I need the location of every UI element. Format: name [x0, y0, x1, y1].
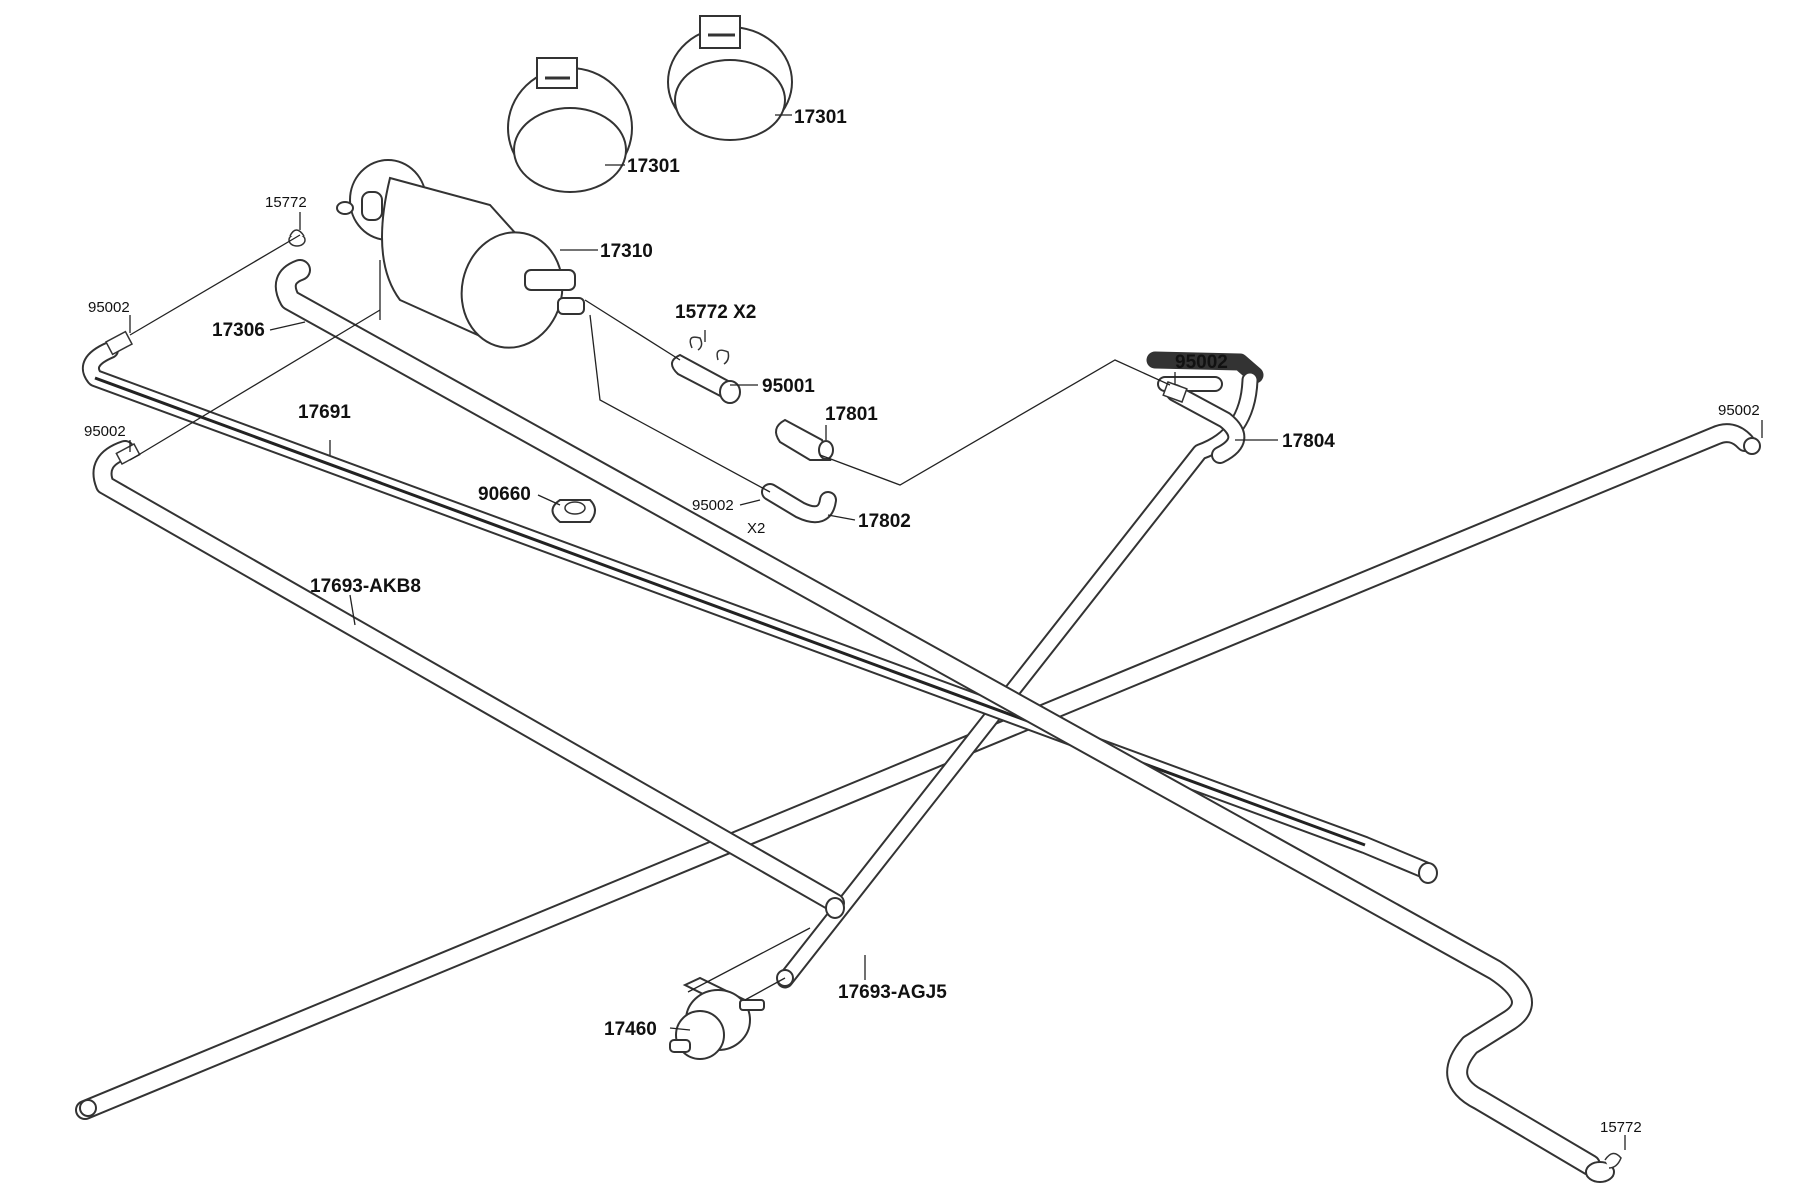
hose-clip-bottom-right	[1585, 1152, 1622, 1183]
valve-17460	[669, 976, 765, 1060]
callout-x2-mark: X2	[747, 520, 765, 537]
fuel-filter	[336, 159, 585, 349]
band-clamp-left	[507, 57, 633, 193]
callout-fitting-95001: 95001	[762, 376, 815, 397]
callout-hose-clip-far-right: 95002	[1718, 402, 1760, 419]
hose-17802	[761, 483, 837, 524]
callout-hose-clip-left-lower: 95002	[84, 423, 126, 440]
callout-clip-bottom-right: 15772	[1600, 1119, 1642, 1136]
callout-clamp-left: 17301	[627, 156, 680, 177]
callout-hose-17802: 17802	[858, 511, 911, 532]
callout-hose-agj5: 17693-AGJ5	[838, 982, 947, 1003]
band-clamp-right	[667, 15, 793, 141]
callout-hose-clip-small: 95002	[692, 497, 734, 514]
hose-17804	[1166, 384, 1246, 464]
clip-top-left	[288, 229, 306, 247]
hose-end-center	[825, 897, 845, 919]
leader-lines	[129, 114, 1763, 1150]
hose-17306	[274, 259, 1601, 1176]
fitting-95001	[671, 336, 741, 404]
hose-end-bottom-left	[79, 1099, 97, 1117]
callout-clip-top-left: 15772	[265, 194, 307, 211]
hose-clip-mid-right	[1162, 381, 1188, 403]
long-hose-right-to-bottom-left	[75, 423, 1755, 1120]
hose-clip-left-upper	[104, 330, 134, 356]
callout-hose-17804: 17804	[1282, 431, 1335, 452]
callout-hose-clip-mid-right: 95002	[1175, 352, 1228, 373]
callout-clamp-right: 17301	[794, 107, 847, 128]
hose-clip-far-right	[1743, 437, 1761, 455]
fitting-17801	[775, 418, 834, 461]
callout-valve: 17460	[604, 1019, 657, 1040]
hose-end-lower-right	[1418, 862, 1438, 884]
callout-hose-17306: 17306	[212, 320, 265, 341]
callout-clip-pair: 15772 X2	[675, 302, 756, 323]
callout-hose-clip-left-upper: 95002	[88, 299, 130, 316]
callout-hose-akb8: 17693-AKB8	[310, 576, 421, 597]
hose-17693-agj5	[776, 351, 1264, 989]
callout-fitting-17801: 17801	[825, 404, 878, 425]
callout-filter: 17310	[600, 241, 653, 262]
clamp-90660	[551, 499, 596, 523]
callout-hose-17691: 17691	[298, 402, 351, 423]
callout-clamp-90660: 90660	[478, 484, 531, 505]
hose-17691	[82, 341, 1434, 879]
